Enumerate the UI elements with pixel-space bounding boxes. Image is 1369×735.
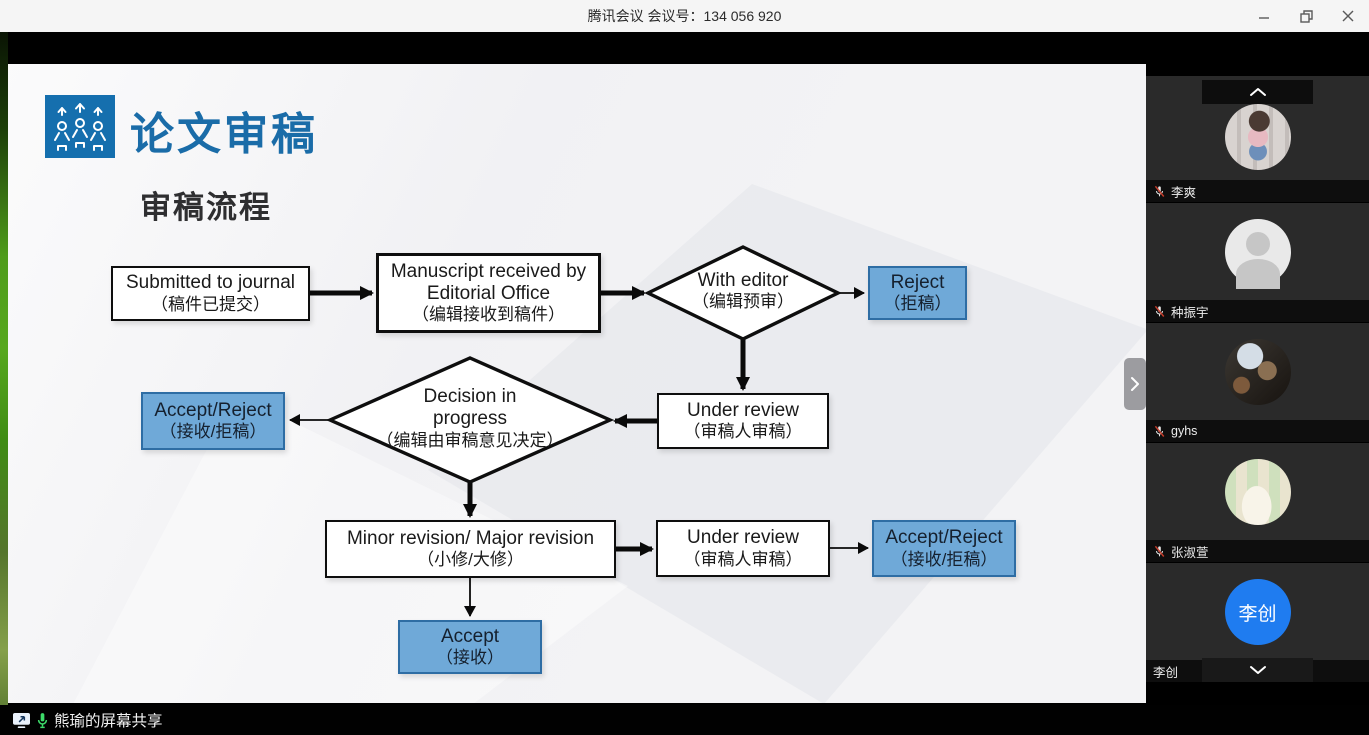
mic-on-icon [37,712,48,728]
node-text-zh: （接收） [436,648,504,668]
node-text-en: Accept/Reject [885,527,1003,549]
flow-node-minor-major-revision: Minor revision/ Major revision （小修/大修） [325,520,616,578]
node-text-en: Under review [687,527,799,549]
node-text-zh: （审稿人审稿） [683,422,803,442]
flow-node-under-review-2: Under review （审稿人审稿） [656,520,830,577]
node-text-en: Reject [890,271,945,293]
slide-subtitle: 审稿流程 [140,190,272,225]
node-text-zh: （接收/拒稿） [890,549,998,569]
chevron-up-icon [1249,88,1266,96]
close-button[interactable] [1327,0,1369,32]
node-text-zh: （审稿人审稿） [683,549,803,569]
avatar [1224,219,1291,285]
mic-muted-icon [1154,545,1165,557]
node-text-zh: （编辑接收到稿件） [412,305,565,325]
scroll-down-button[interactable] [1202,658,1313,682]
screen-share-statusbar: 熊瑜的屏幕共享 [0,705,1369,735]
flow-node-manuscript: Manuscript received by Editorial Office … [376,253,601,333]
participant-namebar: gyhs [1146,420,1369,442]
mic-muted-icon [1154,425,1165,437]
avatar [1224,104,1291,170]
participant-name: 李创 [1153,665,1179,680]
participant-tile[interactable]: gyhs [1146,323,1369,442]
flow-node-accept-reject-right: Accept/Reject （接收/拒稿） [872,520,1016,577]
restore-button[interactable] [1285,0,1327,32]
participant-name: 李爽 [1171,185,1197,200]
avatar [1224,459,1291,525]
desktop-wallpaper-edge [0,32,8,735]
flow-node-reject: Reject （拒稿） [868,266,967,320]
node-text-zh: （编辑预审） [692,292,794,312]
scroll-up-button[interactable] [1202,80,1313,104]
node-text-zh: （接收/拒稿） [159,422,267,442]
mic-muted-icon [1154,185,1165,197]
node-text-en: Accept [440,625,500,647]
avatar: 李创 [1224,579,1291,645]
avatar [1224,339,1291,405]
flow-node-accept-reject-left: Accept/Reject （接收/拒稿） [141,392,285,450]
participant-namebar: 种振宇 [1146,300,1369,322]
slide-bg-shape [8,64,1146,703]
chevron-right-icon [1131,377,1139,391]
node-text-en: Submitted to journal [126,272,295,294]
node-text-zh: （编辑由审稿意见决定） [376,430,564,450]
flowchart-connectors [289,245,869,617]
shared-screen-slide: 论文审稿 审稿流程 [8,64,1146,703]
participant-tile[interactable]: 张淑萱 [1146,443,1369,562]
participant-namebar: 张淑萱 [1146,540,1369,562]
node-text-zh: （拒稿） [883,294,952,314]
participant-tile[interactable]: 种振宇 [1146,203,1369,322]
participant-name: gyhs [1171,424,1198,438]
flow-node-decision: Decision in progress （编辑由审稿意见决定） [355,386,585,451]
minimize-button[interactable] [1243,0,1285,32]
mic-muted-icon [1154,305,1165,317]
slide-title: 论文审稿 [130,110,318,159]
chevron-down-icon [1249,666,1266,674]
node-text-en: Under review [687,399,799,421]
node-text-en: Manuscript received by Editorial Office [390,260,587,304]
flow-node-under-review-1: Under review （审稿人审稿） [657,393,829,449]
window-title: 腾讯会议 会议号：134 056 920 [587,8,782,24]
node-text-zh: （稿件已提交） [151,294,270,314]
sidebar-collapse-handle[interactable] [1124,358,1146,410]
avatar-initials: 李创 [1238,603,1277,625]
participants-sidebar: 李爽 种振宇 [1146,32,1369,735]
logo-icon [45,95,115,158]
participant-name: 种振宇 [1171,305,1209,320]
minimize-icon [1259,17,1269,19]
node-text-en: Minor revision/ Major revision [346,527,595,549]
node-text-en: Decision in progress [423,386,517,430]
participant-name: 张淑萱 [1171,545,1209,560]
node-text-zh: （小修/大修） [417,550,524,570]
node-text-en: With editor [697,270,789,291]
flow-node-accept: Accept （接收） [398,620,542,674]
node-text-en: Accept/Reject [154,399,272,421]
flow-node-with-editor: With editor （编辑预审） [663,270,823,312]
participant-namebar: 李爽 [1146,180,1369,202]
window-controls [1243,0,1369,32]
restore-icon [1299,9,1313,23]
close-icon [1342,10,1354,22]
meeting-main-area: 论文审稿 审稿流程 [0,32,1369,735]
flow-node-submitted: Submitted to journal （稿件已提交） [111,266,310,321]
window-titlebar: 腾讯会议 会议号：134 056 920 [0,0,1369,32]
screen-share-icon [13,712,30,728]
screen-share-label: 熊瑜的屏幕共享 [54,713,163,730]
